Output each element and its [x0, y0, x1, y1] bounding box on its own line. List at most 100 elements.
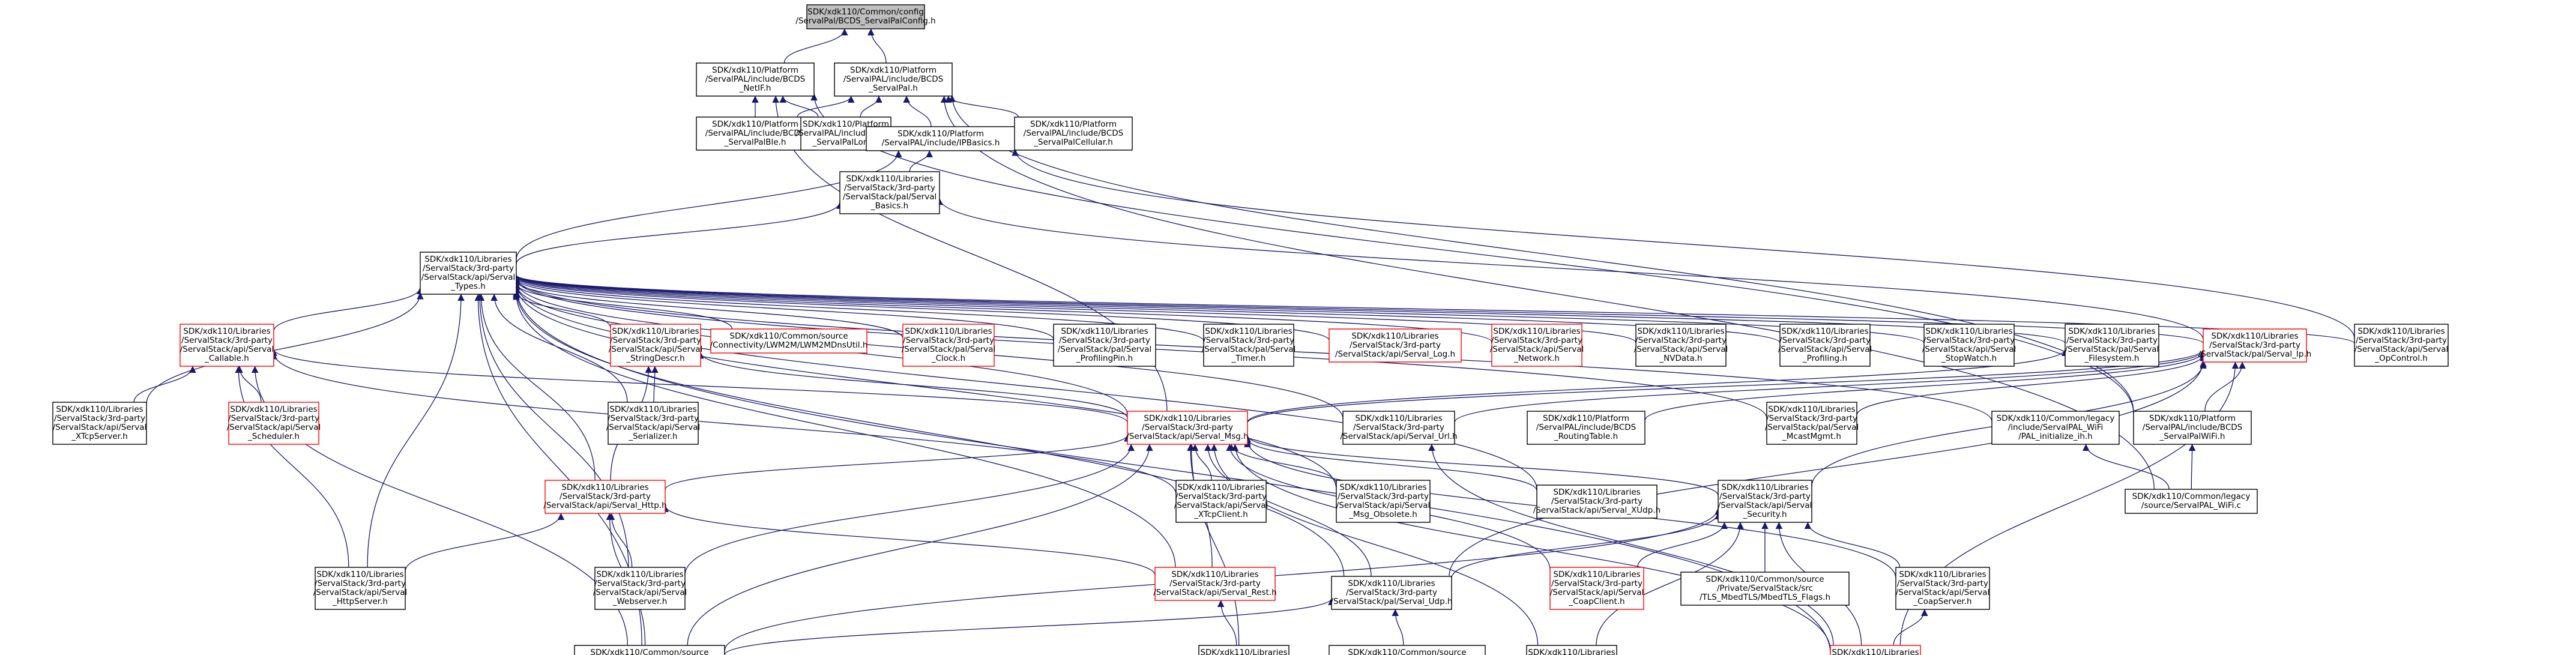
- node-restserver[interactable]: SDK/xdk110/Libraries/ServalStack/3rd-par…: [1197, 645, 1291, 655]
- node-network[interactable]: SDK/xdk110/Libraries/ServalStack/3rd-par…: [1490, 324, 1584, 367]
- node-servalpal[interactable]: SDK/xdk110/Platform/ServalPAL/include/BC…: [834, 62, 953, 97]
- node-label-line: /ServalStack/3rd-party: [610, 336, 701, 345]
- node-label-line: SDK/xdk110/Libraries: [1768, 405, 1855, 414]
- edge-tlsh-to-msg: [687, 444, 1153, 646]
- node-tlsh[interactable]: SDK/xdk110/Common/source/Private/ServalS…: [574, 645, 725, 655]
- node-label-line: _Scheduler.h: [247, 432, 300, 441]
- node-label-line: SDK/xdk110/Libraries: [1171, 570, 1258, 579]
- node-legacyinit[interactable]: SDK/xdk110/Common/legacy/include/ServalP…: [1991, 411, 2120, 445]
- node-mcast[interactable]: SDK/xdk110/Libraries/ServalStack/3rd-par…: [1765, 402, 1859, 445]
- node-stringdescr[interactable]: SDK/xdk110/Libraries/ServalStack/3rd-par…: [609, 324, 703, 367]
- node-box: [834, 62, 953, 97]
- node-serializer[interactable]: SDK/xdk110/Libraries/ServalStack/3rd-par…: [606, 402, 701, 445]
- node-palcell[interactable]: SDK/xdk110/Platform/ServalPAL/include/BC…: [1014, 116, 1133, 151]
- node-label-line: /ServalStack/3rd-party: [1059, 336, 1150, 345]
- node-label-line: /ServalStack/3rd-party: [1719, 492, 1811, 501]
- node-filesystem[interactable]: SDK/xdk110/Libraries/ServalStack/3rd-par…: [2065, 324, 2159, 367]
- node-opcontrol[interactable]: SDK/xdk110/Libraries/ServalStack/3rd-par…: [2354, 324, 2449, 367]
- edge-tlssocket-to-udp: [1392, 609, 1404, 646]
- edge-msg-to-stringdescr: [697, 352, 1128, 419]
- node-stopwatch[interactable]: SDK/xdk110/Libraries/ServalStack/3rd-par…: [1922, 324, 2016, 367]
- node-label-line: _Timer.h: [1231, 354, 1266, 363]
- edge-types-to-ipbasics: [516, 150, 902, 260]
- node-ip[interactable]: SDK/xdk110/Libraries/ServalStack/3rd-par…: [2198, 328, 2312, 363]
- node-label-line: /ServalStack/api/Serval: [180, 345, 274, 354]
- node-tlsflags[interactable]: SDK/xdk110/Common/source/Private/ServalS…: [1680, 572, 1850, 606]
- node-label-line: _ProfilingPin.h: [1076, 354, 1133, 363]
- node-security[interactable]: SDK/xdk110/Libraries/ServalStack/3rd-par…: [1718, 480, 1812, 523]
- node-box: [179, 324, 274, 367]
- node-box: [1895, 567, 1990, 610]
- node-lwm2m[interactable]: SDK/xdk110/Libraries/ServalStack/3rd-par…: [1829, 645, 1923, 655]
- node-label-line: /PAL_initialize_ih.h: [2018, 432, 2093, 441]
- node-box: [1635, 324, 1727, 367]
- node-label-line: /ServalPal/BCDS_ServalPalConfig.h: [795, 16, 935, 26]
- node-legacywifi[interactable]: SDK/xdk110/Common/legacy/source/ServalPA…: [2125, 489, 2258, 514]
- node-clock[interactable]: SDK/xdk110/Libraries/ServalStack/3rd-par…: [902, 324, 996, 367]
- node-label-line: /ServalStack/3rd-party: [1551, 579, 1642, 588]
- node-label-line: /ServalStack/3rd-party: [1203, 336, 1294, 345]
- edge-udp-to-types: [513, 289, 1345, 577]
- node-box: [1175, 480, 1267, 523]
- node-log[interactable]: SDK/xdk110/Libraries/ServalStack/3rd-par…: [1329, 328, 1462, 363]
- edge-lwm2m-to-coapserver: [1893, 609, 1928, 646]
- node-xudp[interactable]: SDK/xdk110/Libraries/ServalStack/3rd-par…: [1533, 484, 1661, 519]
- node-coapclient[interactable]: SDK/xdk110/Libraries/ServalStack/3rd-par…: [1549, 567, 1644, 610]
- edge-xudp-to-types: [513, 282, 1537, 490]
- node-palwifi[interactable]: SDK/xdk110/Platform/ServalPAL/include/BC…: [2133, 411, 2252, 445]
- node-scheduler[interactable]: SDK/xdk110/Libraries/ServalStack/3rd-par…: [227, 402, 321, 445]
- node-label-line: /ServalStack/3rd-party: [1897, 579, 1988, 588]
- node-label-line: _XTcpClient.h: [1193, 510, 1248, 519]
- node-label-line: /ServalStack/3rd-party: [1142, 423, 1233, 432]
- node-label-line: /ServalStack/3rd-party: [181, 336, 273, 345]
- node-label-line: SDK/xdk110/Libraries: [1348, 579, 1435, 588]
- node-nvdata[interactable]: SDK/xdk110/Libraries/ServalStack/3rd-par…: [1634, 324, 1728, 367]
- edge-restclient-to-security: [1596, 522, 1744, 646]
- node-netif[interactable]: SDK/xdk110/Platform/ServalPAL/include/BC…: [696, 62, 815, 97]
- node-tlssocket[interactable]: SDK/xdk110/Common/source/Private/ServalS…: [1329, 645, 1486, 655]
- node-label-line: SDK/xdk110/Common/source: [729, 331, 848, 341]
- node-rest[interactable]: SDK/xdk110/Libraries/ServalStack/3rd-par…: [1153, 567, 1277, 601]
- edge-udp-to-security: [1451, 512, 1722, 579]
- node-tcpclient[interactable]: SDK/xdk110/Libraries/ServalStack/3rd-par…: [1174, 480, 1268, 523]
- edge-lwm2m-to-url: [1428, 444, 1834, 646]
- node-msgobs[interactable]: SDK/xdk110/Libraries/ServalStack/3rd-par…: [1336, 480, 1431, 523]
- node-callable[interactable]: SDK/xdk110/Libraries/ServalStack/3rd-par…: [179, 324, 274, 367]
- node-ipbasics[interactable]: SDK/xdk110/Platform/ServalPAL/include/IP…: [866, 126, 1016, 151]
- edge-udp-to-msg: [1204, 444, 1372, 577]
- node-label-line: /ServalStack/api/Serval_Http.h: [543, 501, 666, 510]
- node-wmdns[interactable]: SDK/xdk110/Common/source/Connectivity/LW…: [710, 328, 868, 354]
- edge-servalpal-to-root: [867, 28, 887, 64]
- node-restclient[interactable]: SDK/xdk110/Libraries/ServalStack/3rd-par…: [1525, 645, 1619, 655]
- node-types[interactable]: SDK/xdk110/Libraries/ServalStack/3rd-par…: [420, 252, 517, 295]
- node-coapserver[interactable]: SDK/xdk110/Libraries/ServalStack/3rd-par…: [1895, 567, 1990, 610]
- node-basics[interactable]: SDK/xdk110/Libraries/ServalStack/3rd-par…: [839, 171, 940, 214]
- node-http[interactable]: SDK/xdk110/Libraries/ServalStack/3rd-par…: [543, 480, 667, 514]
- node-routing[interactable]: SDK/xdk110/Platform/ServalPAL/include/BC…: [1527, 411, 1645, 445]
- node-label-line: /ServalStack/3rd-party: [1353, 423, 1444, 432]
- node-box: [1331, 576, 1452, 610]
- node-box: [1766, 402, 1857, 445]
- node-label-line: /ServalStack/3rd-party: [1923, 336, 2015, 345]
- node-label-line: /ServalStack/3rd-party: [560, 492, 651, 501]
- node-label-line: SDK/xdk110/Libraries: [424, 255, 511, 264]
- node-udp[interactable]: SDK/xdk110/Libraries/ServalStack/3rd-par…: [1330, 576, 1453, 610]
- edge-tcpclient-to-msg: [1191, 444, 1212, 481]
- edge-palwifi-to-ip: [2204, 361, 2246, 412]
- node-box: [1329, 328, 1462, 363]
- node-label-line: /ServalStack/api/Serval: [1174, 501, 1268, 510]
- node-webserver[interactable]: SDK/xdk110/Libraries/ServalStack/3rd-par…: [593, 567, 687, 610]
- node-tcpserver[interactable]: SDK/xdk110/Libraries/ServalStack/3rd-par…: [52, 402, 147, 445]
- node-label-line: SDK/xdk110/Libraries: [1925, 327, 2012, 336]
- node-url[interactable]: SDK/xdk110/Libraries/ServalStack/3rd-par…: [1340, 411, 1458, 445]
- node-msg[interactable]: SDK/xdk110/Libraries/ServalStack/3rd-par…: [1126, 411, 1249, 445]
- edge-restserver-to-rest: [1217, 600, 1237, 646]
- node-profiling[interactable]: SDK/xdk110/Libraries/ServalStack/3rd-par…: [1778, 324, 1872, 367]
- node-httpserver[interactable]: SDK/xdk110/Libraries/ServalStack/3rd-par…: [313, 567, 408, 610]
- node-root[interactable]: SDK/xdk110/Common/config/ServalPal/BCDS_…: [795, 4, 936, 29]
- node-timer[interactable]: SDK/xdk110/Libraries/ServalStack/3rd-par…: [1202, 324, 1296, 367]
- node-label-line: /ServalStack/3rd-party: [228, 414, 319, 423]
- node-label-line: _StopWatch.h: [1941, 354, 1997, 363]
- node-profpin[interactable]: SDK/xdk110/Libraries/ServalStack/3rd-par…: [1053, 324, 1156, 367]
- node-palble[interactable]: SDK/xdk110/Platform/ServalPAL/include/BC…: [696, 116, 815, 151]
